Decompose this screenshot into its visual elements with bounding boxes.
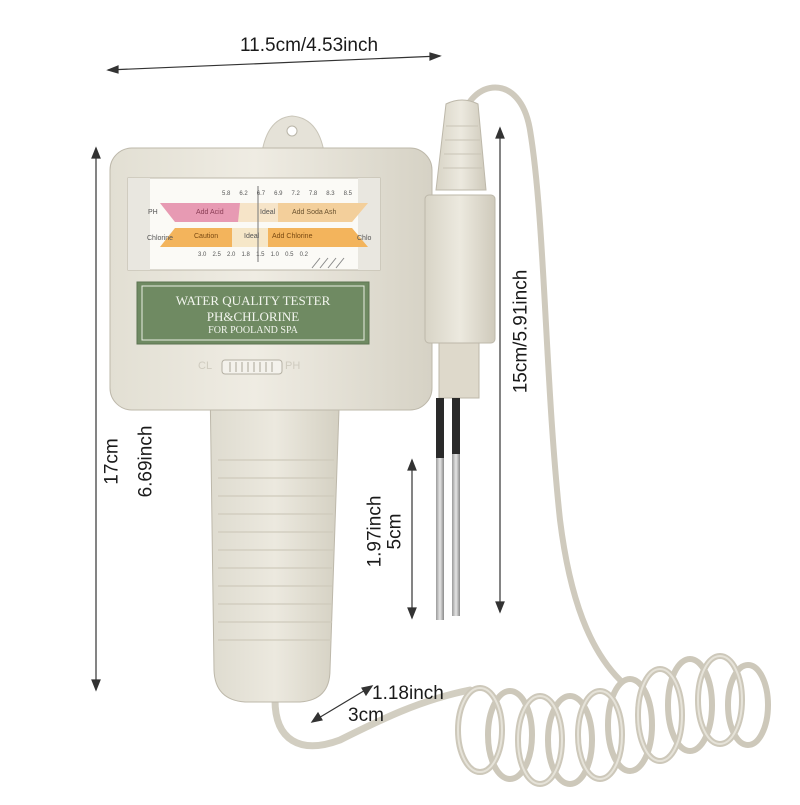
chlorine-scale-number: 2.5 — [212, 252, 221, 258]
ph-scale-number: 6.9 — [274, 191, 283, 197]
ph-scale-number: 5.8 — [222, 191, 231, 197]
ph-scale-number: 8.3 — [326, 191, 335, 197]
label-line-2: PH&CHLORINE — [206, 309, 300, 324]
ph-ideal: Ideal — [260, 209, 276, 216]
coiled-cable — [271, 84, 771, 787]
switch-right-label: PH — [285, 360, 301, 372]
height-inch-label: 6.69inch — [135, 425, 157, 498]
ph-scale-numbers: 5.8 6.2 6.7 6.9 7.2 7.8 8.3 8.5 — [222, 191, 352, 197]
width-dimension-label: 11.5cm/4.53inch — [240, 35, 379, 56]
probe — [424, 99, 496, 620]
handle-cm-label: 3cm — [348, 705, 384, 726]
device-handle — [209, 379, 341, 703]
ph-scale-number: 6.2 — [239, 191, 248, 197]
switch-left-label: CL — [198, 360, 213, 372]
cl-caution: Caution — [194, 233, 219, 240]
ph-scale-number: 7.2 — [291, 191, 300, 197]
cl-ideal: Ideal — [244, 233, 260, 240]
chlorine-row-label: Chlorine — [147, 235, 174, 242]
label-panel — [136, 281, 370, 345]
chlorine-scale-number: 1.8 — [241, 252, 250, 258]
cl-add-chlorine: Add Chlorine — [272, 233, 313, 240]
ph-row-label: PH — [148, 209, 158, 216]
probe-inch-label: 1.97inch — [364, 495, 386, 568]
chlorine-scale-numbers: 3.0 2.5 2.0 1.8 1.5 1.0 0.5 0.2 — [198, 252, 308, 258]
label-line-3: FOR POOLAND SPA — [208, 325, 298, 336]
chlorine-scale-number: 1.0 — [270, 252, 279, 258]
chlorine-scale-number: 0.2 — [299, 252, 308, 258]
probe-cm-label: 5cm — [384, 513, 406, 550]
chlorine-scale-number: 1.5 — [256, 252, 265, 258]
probe-housing-dimension-label: 15cm/5.91inch — [510, 269, 532, 394]
ph-scale-number: 8.5 — [343, 191, 352, 197]
chlorine-scale-number: 2.0 — [227, 252, 236, 258]
ph-add-acid: Add Acid — [196, 209, 224, 216]
ph-scale-number: 7.8 — [308, 191, 318, 197]
chlorine-right-label: Chlo — [357, 235, 372, 242]
ph-add-soda-ash: Add Soda Ash — [292, 209, 337, 216]
scale-window — [127, 177, 381, 271]
handle-inch-label: 1.18inch — [372, 683, 444, 704]
chlorine-scale-number: 0.5 — [285, 252, 294, 258]
height-cm-label: 17cm — [101, 438, 123, 485]
selector-switch[interactable] — [221, 359, 283, 375]
chlorine-scale-number: 3.0 — [198, 252, 207, 258]
label-line-1: WATER QUALITY TESTER — [175, 293, 331, 308]
dimension-lines — [91, 52, 505, 723]
ph-scale-number: 6.7 — [256, 191, 266, 197]
